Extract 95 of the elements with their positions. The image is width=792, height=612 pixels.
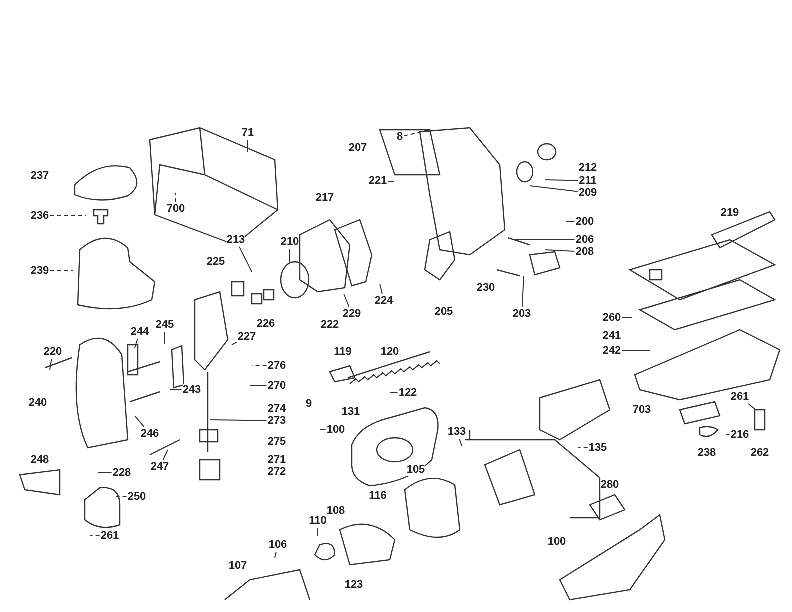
callout-number: 236 <box>30 210 50 222</box>
callout-number: 135 <box>588 442 608 454</box>
callout-number: 248 <box>30 454 50 466</box>
callout-number: 123 <box>344 579 364 591</box>
callout-number: 116 <box>369 490 387 502</box>
callout-number: 237 <box>30 170 50 182</box>
callout-number: 8 <box>396 131 404 143</box>
callout-number: 228 <box>112 467 132 479</box>
callout-number: 222 <box>320 319 340 331</box>
leader-line <box>544 250 576 252</box>
callout-number: 276 <box>268 360 286 372</box>
callout-number: 700 <box>166 203 186 215</box>
callout-number: 203 <box>512 308 532 320</box>
callout-number: 133 <box>448 426 466 438</box>
callout-number: 227 <box>238 331 256 343</box>
callout-number: 273 <box>268 415 286 427</box>
callout-number: 261 <box>100 530 120 542</box>
callout-number: 107 <box>228 560 248 572</box>
callout-number: 226 <box>256 318 276 330</box>
callout-number: 243 <box>182 384 202 396</box>
callout-number: 242 <box>602 345 622 357</box>
callout-number: 108 <box>326 505 346 517</box>
leader-line <box>380 284 383 294</box>
callout-number: 260 <box>602 312 622 324</box>
leader-line <box>162 450 168 460</box>
callout-number: 246 <box>140 428 160 440</box>
leader-line <box>50 270 74 272</box>
callout-number: 217 <box>316 192 334 204</box>
callout-number: 119 <box>334 346 352 358</box>
callout-number: 247 <box>150 461 170 473</box>
callout-number: 274 <box>268 403 286 415</box>
leader-line <box>388 181 394 182</box>
callout-number: 207 <box>348 142 368 154</box>
leader-line <box>522 276 524 308</box>
callout-number: 9 <box>306 398 312 410</box>
callout-number: 208 <box>576 246 594 258</box>
callout-number: 275 <box>268 436 286 448</box>
callout-number: 122 <box>398 387 418 399</box>
callout-number: 262 <box>750 447 770 459</box>
callout-number: 200 <box>576 216 594 228</box>
callout-number: 238 <box>698 447 716 459</box>
leader-line <box>210 420 268 422</box>
leader-line <box>98 472 112 474</box>
callout-number: 131 <box>342 406 360 418</box>
callout-number: 245 <box>156 319 174 331</box>
leader-line <box>726 434 730 436</box>
callout-number: 100 <box>548 536 566 548</box>
callout-number: 205 <box>434 306 454 318</box>
callout-number: 271 <box>268 454 286 466</box>
leader-line <box>748 404 756 410</box>
callout-number: 100 <box>326 424 346 436</box>
callout-number: 280 <box>600 479 620 491</box>
callout-number: 71 <box>242 127 254 139</box>
leader-line <box>164 332 166 344</box>
leader-line <box>544 180 579 182</box>
leader-line <box>274 552 277 558</box>
leader-line <box>50 358 52 370</box>
callout-number: 244 <box>130 326 150 338</box>
leader-line <box>344 294 350 308</box>
leader-line <box>530 186 578 192</box>
callout-number: 105 <box>406 464 426 476</box>
leader-line <box>134 416 145 428</box>
callout-number: 241 <box>602 330 622 342</box>
callout-number: 703 <box>632 404 652 416</box>
callout-number: 210 <box>280 236 300 248</box>
leader-line <box>459 438 462 446</box>
leader-line <box>116 496 128 498</box>
callout-number: 270 <box>268 380 286 392</box>
callout-number: 216 <box>730 429 750 441</box>
callout-number: 229 <box>342 308 362 320</box>
callout-number: 110 <box>309 515 327 527</box>
callout-number: 225 <box>206 256 226 268</box>
callout-number: 230 <box>476 282 496 294</box>
leader-line <box>404 130 430 137</box>
leader-line <box>239 246 252 272</box>
leader-line <box>622 350 650 352</box>
callout-number: 212 <box>578 162 598 174</box>
callout-number: 120 <box>380 346 400 358</box>
leader-line <box>232 342 238 346</box>
callout-number: 219 <box>720 207 740 219</box>
leader-line <box>134 338 138 348</box>
leader-line <box>390 392 398 394</box>
callout-number: 239 <box>30 265 50 277</box>
callout-number: 250 <box>128 491 146 503</box>
callout-number: 209 <box>578 187 598 199</box>
callout-number: 261 <box>730 391 750 403</box>
callout-number: 221 <box>368 175 388 187</box>
callout-number: 272 <box>268 466 286 478</box>
callout-number: 206 <box>576 234 594 246</box>
callout-number: 106 <box>268 539 288 551</box>
callout-number: 224 <box>374 295 394 307</box>
callout-number: 211 <box>579 175 597 187</box>
callout-number: 240 <box>28 397 48 409</box>
callout-number: 220 <box>44 346 62 358</box>
callout-number: 213 <box>226 234 246 246</box>
